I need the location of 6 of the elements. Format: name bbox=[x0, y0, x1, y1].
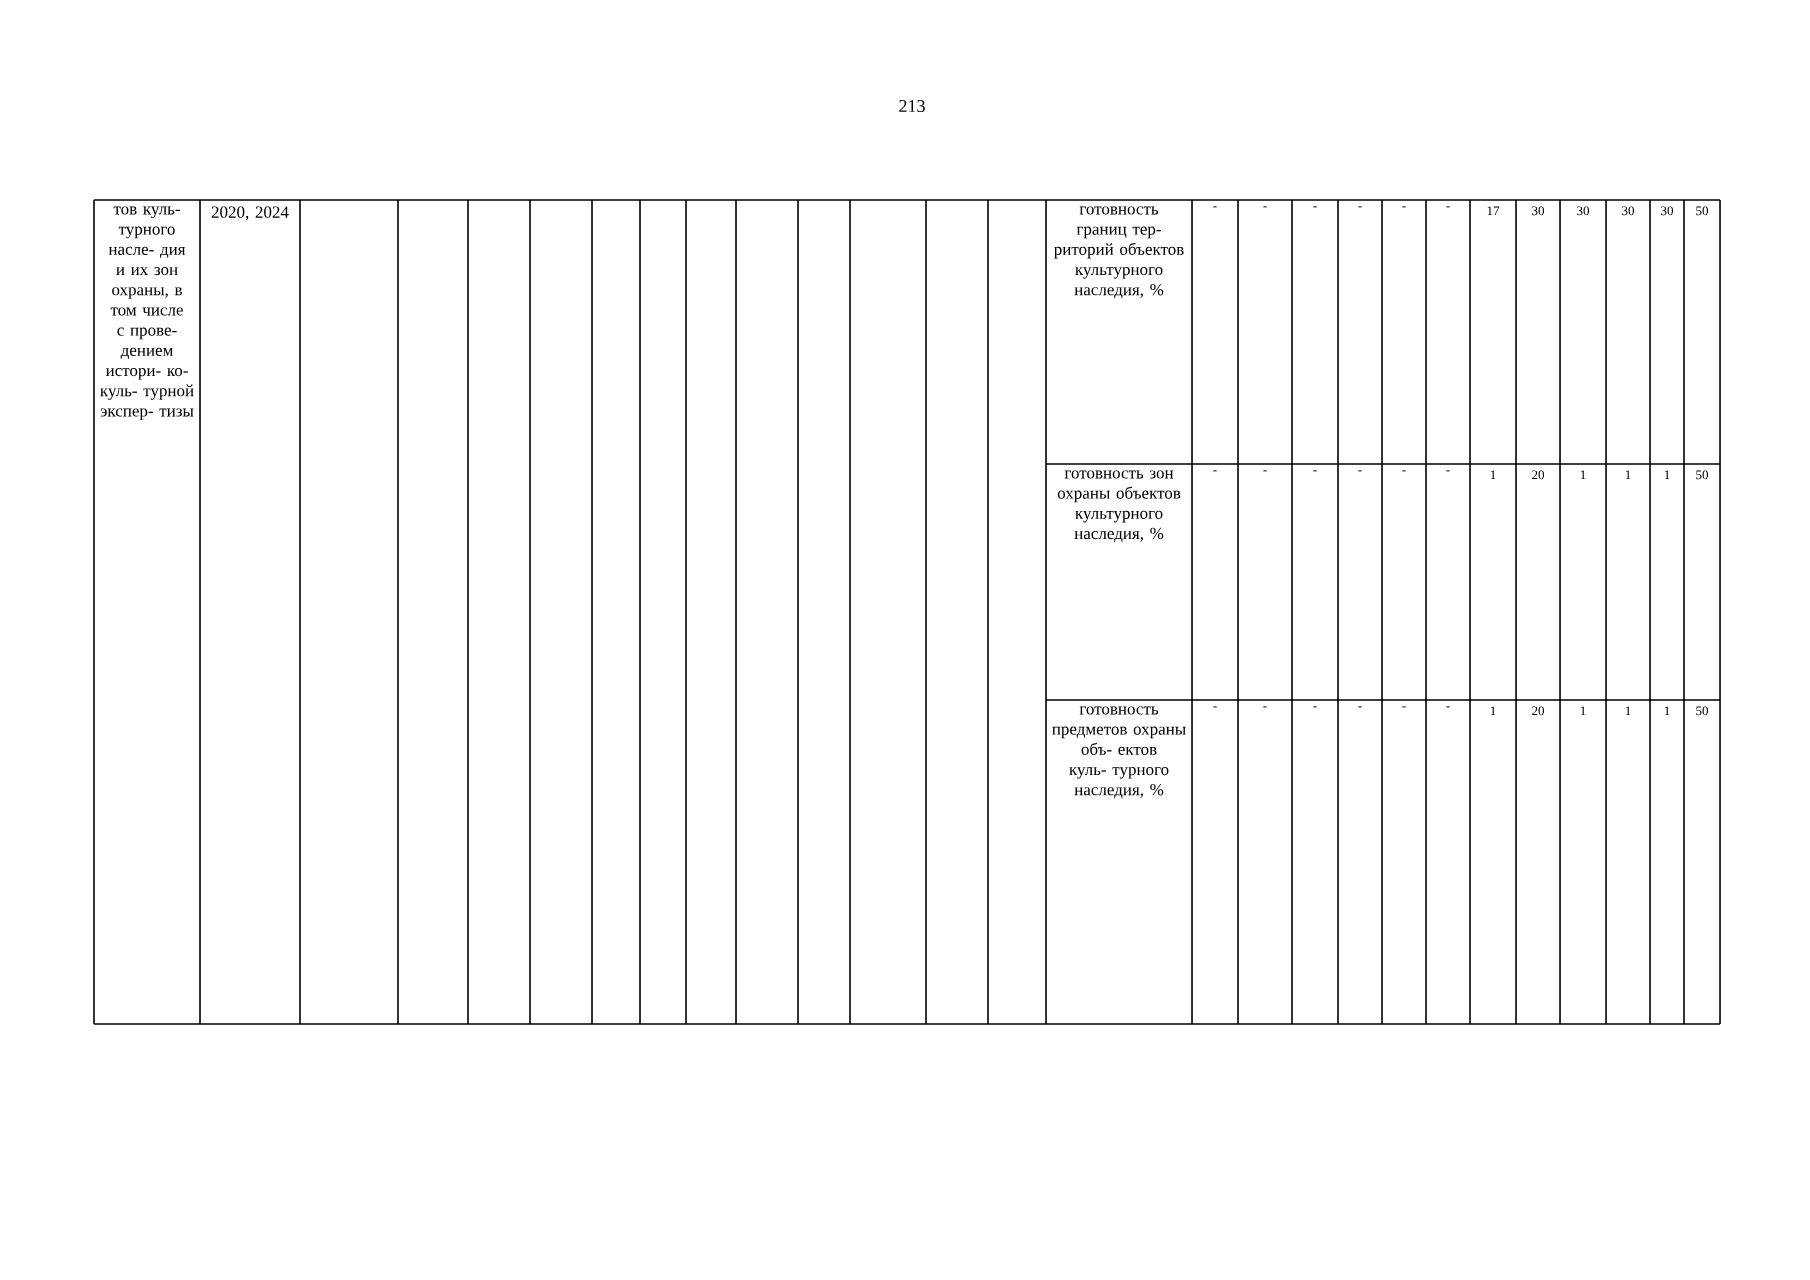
table-cell: готовность зон охраны объектов культурного наследия, % bbox=[1057, 470, 1181, 543]
table-cell: тов куль- турного насле- дия и их зон охраны, в том числе с прове- дением истори- ко- куль- турной экспер- тизы bbox=[100, 206, 194, 420]
page-number: 213 bbox=[899, 99, 925, 113]
table-cell: 2020, 2024 bbox=[211, 206, 289, 221]
table-cell: готовность границ тер- риторий объектов культурного наследия, % bbox=[1054, 206, 1184, 299]
table-cell: готовность предметов охраны объ- ектов куль- турного наследия, % bbox=[1052, 706, 1186, 799]
